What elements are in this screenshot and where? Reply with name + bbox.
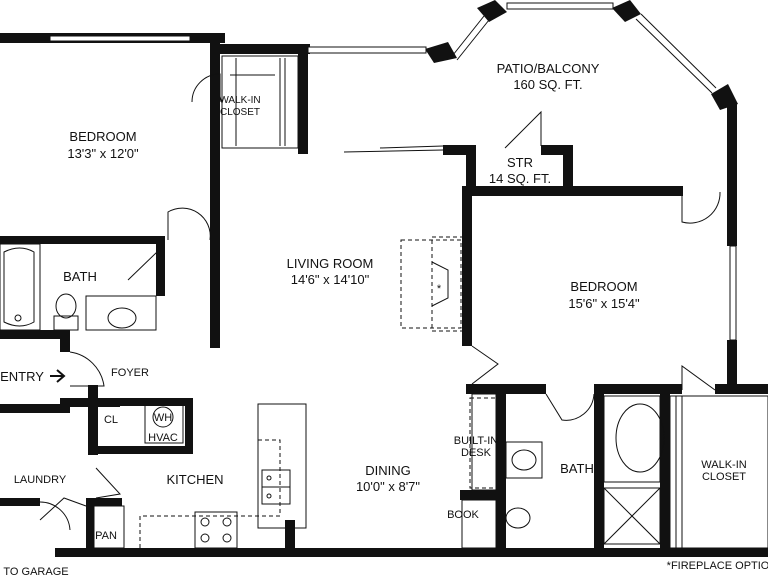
- wh-label: WH: [154, 412, 172, 424]
- to-garage-label: TO GARAGE: [3, 566, 68, 576]
- walls: [0, 0, 768, 557]
- pantry-label: PAN: [95, 530, 117, 542]
- bedroom-left-name: BEDROOM: [69, 129, 136, 144]
- bedroom-left-size: 13'3" x 12'0": [67, 146, 139, 161]
- closet-label: CL: [104, 414, 118, 426]
- patio-size: 160 SQ. FT.: [513, 77, 582, 92]
- entry-label: ENTRY: [0, 369, 44, 384]
- builtin-desk-label-2: DESK: [461, 447, 492, 459]
- walkin-top-label-2: CLOSET: [220, 107, 260, 118]
- walkin-right-label-2: CLOSET: [702, 471, 746, 483]
- doors: [39, 73, 721, 531]
- dining-name: DINING: [365, 463, 411, 478]
- walkin-top-label-1: WALK-IN: [219, 95, 260, 106]
- bedroom-right-size: 15'6" x 15'4": [568, 296, 640, 311]
- storage-name: STR: [507, 155, 533, 170]
- walkin-right-label-1: WALK-IN: [701, 459, 746, 471]
- fireplace-asterisk: *: [437, 283, 442, 295]
- laundry-label: LAUNDRY: [14, 474, 67, 486]
- bath-right-name: BATH: [560, 461, 594, 476]
- bedroom-right-name: BEDROOM: [570, 279, 637, 294]
- dining-size: 10'0" x 8'7": [356, 479, 420, 494]
- foyer-label: FOYER: [111, 367, 149, 379]
- builtin-desk-label-1: BUILT-IN: [454, 435, 498, 447]
- book-label: BOOK: [447, 509, 479, 521]
- fireplace-footnote: *FIREPLACE OPTION: [667, 560, 768, 572]
- living-room-name: LIVING ROOM: [287, 256, 374, 271]
- storage-size: 14 SQ. FT.: [489, 171, 551, 186]
- windows: [49, 2, 737, 341]
- kitchen-label: KITCHEN: [166, 472, 223, 487]
- patio-name: PATIO/BALCONY: [497, 61, 600, 76]
- hvac-label: HVAC: [148, 432, 178, 444]
- fixtures: [0, 55, 768, 549]
- entry-arrow-icon: [50, 369, 66, 383]
- living-room-size: 14'6" x 14'10": [291, 272, 370, 287]
- bath-left-name: BATH: [63, 269, 97, 284]
